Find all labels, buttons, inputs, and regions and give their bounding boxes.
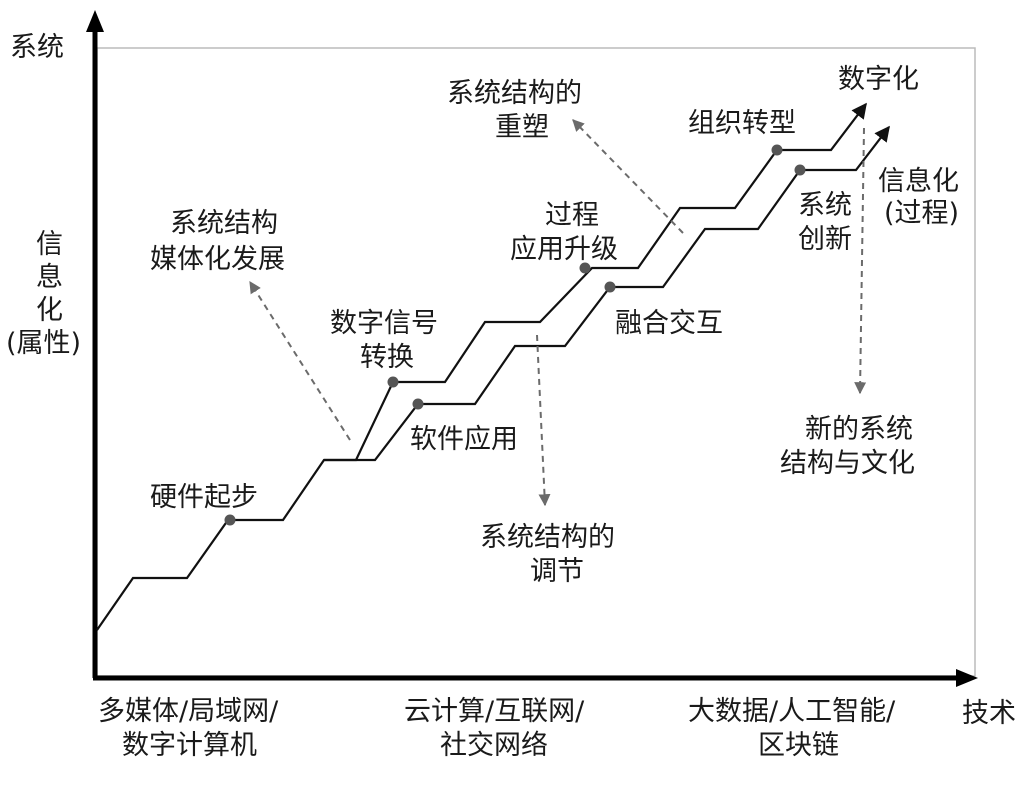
y-property-line-2: 息: [36, 262, 63, 293]
label-process-upgrade-line-2: 应用升级: [510, 234, 618, 265]
dot-software-app: [412, 398, 424, 410]
label-fusion-interaction: 融合交互: [615, 308, 723, 339]
dashed-arrow-media: [249, 280, 351, 441]
dot-org-transform: [771, 144, 783, 156]
digitalization-staircase: [96, 102, 867, 631]
annotation-regulation-line-1: 系统结构的: [480, 522, 615, 553]
label-hardware-start: 硬件起步: [150, 482, 258, 513]
dot-fusion-interaction: [604, 281, 616, 293]
label-system-innovation-line-2: 创新: [798, 224, 852, 255]
dashed-arrow-reshaping: [572, 119, 684, 234]
y-axis-arrowhead: [86, 10, 104, 32]
dashed-arrow-new-culture: [854, 127, 867, 395]
label-system-innovation-line-1: 系统: [798, 190, 852, 221]
x-category-3-line-1: 大数据/人工智能/: [688, 696, 896, 727]
label-informatization-line-1: 信息化: [878, 166, 959, 197]
y-axis-label: 系统: [10, 32, 64, 63]
x-axis-label: 技术: [962, 698, 1016, 729]
x-category-1-line-1: 多媒体/局域网/: [98, 696, 279, 727]
x-category-1-line-2: 数字计算机: [122, 730, 257, 761]
label-digital-signal-line-1: 数字信号: [330, 308, 438, 339]
annotation-new-culture-line-2: 结构与文化: [780, 448, 915, 479]
informatization-staircase: [324, 125, 890, 462]
label-process-upgrade-line-1: 过程: [545, 200, 599, 231]
annotation-new-culture-line-1: 新的系统: [805, 414, 913, 445]
label-software-app: 软件应用: [410, 424, 518, 455]
dashed-arrow-regulation: [536, 334, 551, 507]
y-property-line-4: (属性): [6, 328, 81, 359]
annotation-reshaping-line-2: 重塑: [495, 112, 549, 143]
x-axis-arrowhead: [956, 669, 978, 687]
annotation-regulation-line-2: 调节: [530, 556, 584, 587]
annotation-media-line-1: 系统结构: [170, 208, 278, 239]
annotation-reshaping-line-1: 系统结构的: [447, 78, 582, 109]
label-informatization-line-2: (过程): [884, 198, 959, 229]
dot-process-upgrade: [579, 262, 591, 274]
x-category-2-line-2: 社交网络: [440, 730, 548, 761]
label-digital-signal-line-2: 转换: [360, 342, 414, 373]
annotation-media-line-2: 媒体化发展: [150, 244, 285, 275]
dot-system-innovation: [794, 164, 806, 176]
x-category-3-line-2: 区块链: [758, 730, 839, 761]
dot-hardware-start: [224, 514, 236, 526]
dot-digital-signal: [387, 376, 399, 388]
label-org-transform: 组织转型: [688, 108, 796, 139]
y-property-line-3: 化: [36, 295, 63, 326]
label-digitalization: 数字化: [838, 64, 919, 95]
y-property-line-1: 信: [36, 229, 63, 260]
x-category-2-line-1: 云计算/互联网/: [404, 696, 585, 727]
